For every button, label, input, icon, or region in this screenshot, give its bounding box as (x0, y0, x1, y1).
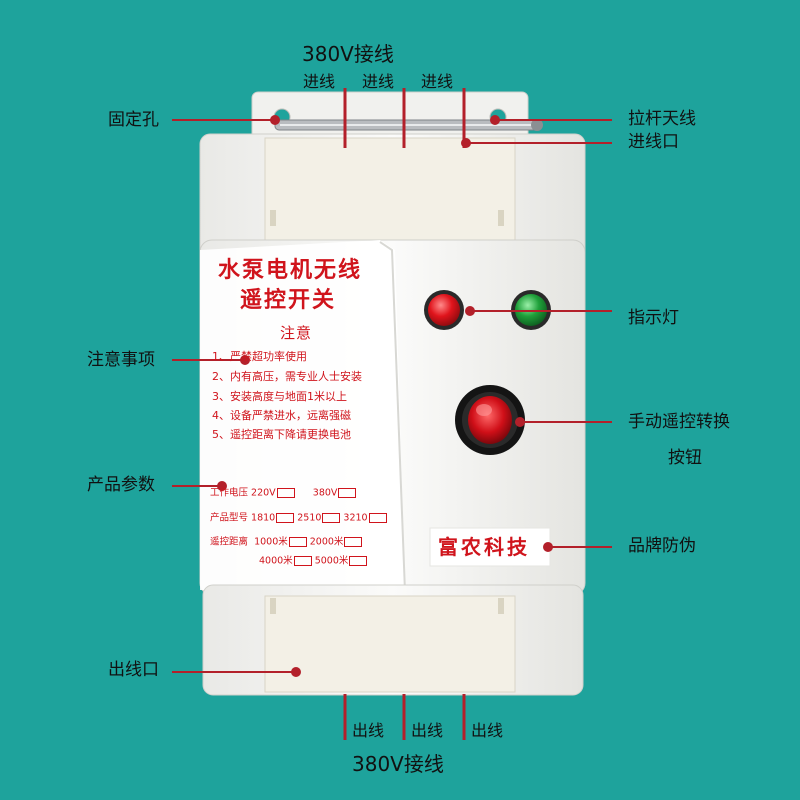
antenna (274, 119, 543, 131)
spec-range-5000: 5000米 (314, 555, 349, 567)
upper-housing (199, 133, 586, 265)
spec-model-3210: 3210 (343, 512, 368, 524)
spec-range-row-2: 4000米 5000米 (259, 556, 370, 566)
spec-model-label: 产品型号 (210, 512, 249, 524)
notice-line-5: 5、遥控距离下降请更换电池 (212, 428, 351, 441)
spec-model-1810: 1810 (251, 512, 276, 524)
panel-title-line2: 遥控开关 (240, 288, 337, 313)
callout-outlet-port: 出线口 (108, 660, 159, 680)
spec-voltage-220: 220V (251, 487, 276, 499)
spec-range-label: 遥控距离 (210, 536, 249, 548)
front-panel (199, 239, 586, 596)
notice-line-2: 2、内有高压，需专业人士安装 (212, 370, 362, 383)
outlet-leads (343, 694, 466, 740)
spec-range-row: 遥控距离 1000米 2000米 (210, 537, 365, 547)
brand-name: 富农科技 (438, 535, 530, 559)
callout-mounting-hole: 固定孔 (108, 110, 159, 130)
bottom-wiring-title: 380V接线 (352, 752, 444, 776)
panel-title-line1: 水泵电机无线 (218, 258, 363, 283)
notice-heading: 注意 (280, 324, 313, 342)
spec-range-1000: 1000米 (254, 536, 288, 548)
callout-notes: 注意事项 (87, 350, 155, 370)
callout-indicator: 指示灯 (628, 308, 679, 328)
lower-housing (202, 584, 584, 696)
callout-anti-counterfeit: 品牌防伪 (628, 536, 696, 556)
callout-antenna: 拉杆天线 (628, 109, 696, 129)
notice-line-4: 4、设备严禁进水，远离强磁 (212, 409, 351, 422)
callout-params: 产品参数 (87, 475, 155, 495)
indicator-lights (424, 290, 551, 330)
spec-voltage-380: 380V (312, 487, 338, 499)
notice-line-1: 1、严禁超功率使用 (212, 350, 307, 363)
inlet-label-2: 进线 (362, 72, 395, 91)
callout-inlet-port: 进线口 (628, 132, 679, 152)
inlet-label-3: 进线 (421, 72, 454, 91)
callout-manual-switch: 手动遥控转换 (628, 412, 730, 432)
callout-manual-switch-line2: 按钮 (668, 448, 702, 468)
spec-voltage-label: 工作电压 (210, 487, 249, 499)
outlet-label-3: 出线 (471, 721, 504, 740)
inlet-label-1: 进线 (303, 72, 336, 91)
callout-lines (172, 115, 612, 677)
brand-frame (429, 527, 551, 567)
outlet-label-2: 出线 (411, 721, 444, 740)
notice-line-3: 3、安装高度与地面1米以上 (212, 390, 347, 403)
spec-range-2000: 2000米 (309, 536, 344, 548)
spec-voltage-row: 工作电压 220V 380V (210, 488, 359, 498)
inlet-leads (343, 88, 466, 148)
outlet-label-1: 出线 (352, 721, 385, 740)
spec-range-4000: 4000米 (259, 555, 293, 567)
spec-model-2510: 2510 (297, 512, 322, 524)
top-wiring-title: 380V接线 (302, 42, 394, 66)
manual-remote-switch-button[interactable] (455, 385, 525, 455)
spec-model-row: 产品型号 1810 2510 3210 (210, 513, 390, 523)
